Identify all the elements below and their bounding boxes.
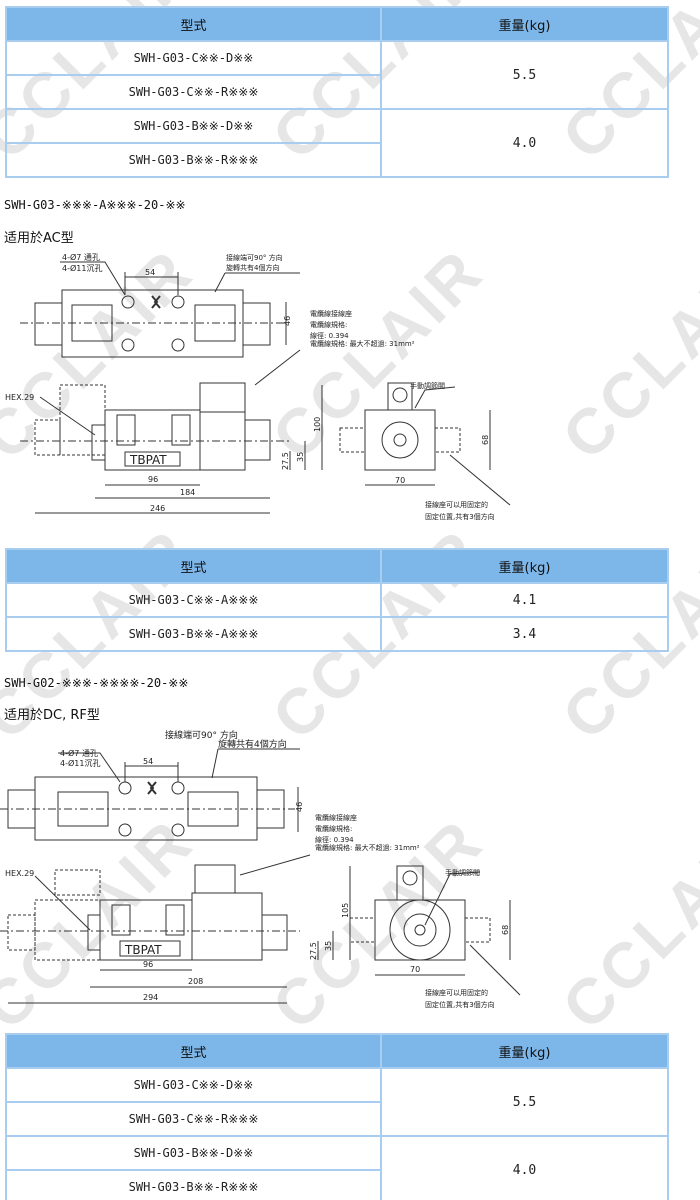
table-row: SWH-G03-C※※-R※※※ <box>5 1101 668 1137</box>
model-cell: SWH-G03-B※※-D※※ <box>5 108 382 144</box>
hex-label: HEX.29 <box>5 869 34 878</box>
dim-total-2: 246 <box>150 504 165 513</box>
dim-total-1: 184 <box>180 488 195 497</box>
dim-height: 100 <box>313 417 322 432</box>
table-row: SWH-G03-C※※-D※※5.5 <box>5 40 669 110</box>
model-cell: SWH-G03-B※※-R※※※ <box>5 1169 382 1200</box>
cable-note-3: 線徑: 0.394 <box>310 331 349 340</box>
cable-note-3: 線徑: 0.394 <box>315 835 354 844</box>
table-row: SWH-G03-B※※-D※※4.0 <box>5 108 669 178</box>
dim-70: 70 <box>395 476 405 485</box>
dim-96: 96 <box>143 960 153 969</box>
dim-27-5: 27.5 <box>281 452 290 470</box>
cable-note-2: 電纜線規格: <box>315 824 352 833</box>
top-view <box>20 261 300 358</box>
fix-note-1: 接線座可以用固定的 <box>425 988 488 997</box>
weight-cell: 5.5 <box>380 40 669 110</box>
weight-cell: 4.0 <box>380 1135 669 1200</box>
table-row: SWH-G03-C※※-R※※※ <box>5 74 668 110</box>
model-cell: SWH-G03-B※※-D※※ <box>5 1135 382 1171</box>
col-header-weight: 重量(kg) <box>380 6 669 42</box>
rotation-note-2: 旋轉共有4個方向 <box>226 263 279 272</box>
holes-label-2: 4-Ø11沉孔 <box>60 758 100 768</box>
dim-68: 68 <box>501 925 510 935</box>
weight-table-2: 型式重量(kg) SWH-G03-C※※-A※※※4.1 SWH-G03-B※※… <box>5 548 669 652</box>
rotation-note-1: 接線端可90° 方向 <box>226 253 283 262</box>
hex-label: HEX.29 <box>5 393 34 402</box>
dim-46: 46 <box>295 802 304 812</box>
dim-total-1: 208 <box>188 977 203 986</box>
table-row: SWH-G03-B※※-D※※4.0 <box>5 1135 669 1200</box>
cable-note-4: 電纜線規格: 最大不超過: 31mm² <box>310 339 415 348</box>
cable-note-1: 電纜線接線座 <box>310 309 352 318</box>
holes-label-2: 4-Ø11沉孔 <box>62 263 102 273</box>
table-row: SWH-G03-B※※-R※※※ <box>5 142 668 178</box>
table-row: SWH-G03-B※※-A※※※3.4 <box>5 616 669 652</box>
model-cell: SWH-G03-C※※-D※※ <box>5 40 382 76</box>
col-header-weight: 重量(kg) <box>380 1033 669 1069</box>
tbpat-label: TBPAT <box>129 453 167 467</box>
fix-note-2: 固定位置,共有3個方向 <box>425 1000 495 1009</box>
model-cell: SWH-G03-B※※-A※※※ <box>5 616 382 652</box>
cable-note-1: 電纜線接線座 <box>315 813 357 822</box>
weight-cell: 4.0 <box>380 108 669 178</box>
end-view <box>349 865 521 996</box>
fix-note-1: 接線座可以用固定的 <box>425 500 488 509</box>
dim-27-5: 27.5 <box>309 942 318 960</box>
col-header-model: 型式 <box>5 1033 382 1069</box>
weight-table-1: 型式重量(kg) SWH-G03-C※※-D※※5.5 SWH-G03-C※※-… <box>5 6 669 178</box>
dim-70: 70 <box>410 965 420 974</box>
weight-cell: 5.5 <box>380 1067 669 1137</box>
top-view <box>0 748 300 841</box>
dim-68: 68 <box>481 435 490 445</box>
model-code-ac: SWH-G03-※※※-A※※※-20-※※ <box>4 198 186 212</box>
weight-cell: 4.1 <box>380 582 669 618</box>
fix-note-2: 固定位置,共有3個方向 <box>425 512 495 521</box>
model-code-dc: SWH-G02-※※※-※※※※-20-※※ <box>4 676 189 690</box>
tbpat-label: TBPAT <box>124 943 162 957</box>
subtitle-dc: 适用於DC, RF型 <box>4 708 100 723</box>
dim-total-2: 294 <box>143 993 158 1002</box>
drawing-dc: 4-Ø7 通孔 4-Ø11沉孔 54 接線端可90° 方向 旋轉共有4個方向 4… <box>0 729 521 1009</box>
holes-label-1: 4-Ø7 通孔 <box>62 252 100 262</box>
cable-note-4: 電纜線規格: 最大不超過: 31mm² <box>315 843 420 852</box>
end-view <box>339 382 511 506</box>
dim-35: 35 <box>324 941 333 951</box>
col-header-weight: 重量(kg) <box>380 548 669 584</box>
table-row: SWH-G03-C※※-A※※※4.1 <box>5 582 669 618</box>
cable-note-2: 電纜線規格: <box>310 320 347 329</box>
subtitle-ac: 适用於AC型 <box>4 231 74 246</box>
model-cell: SWH-G03-C※※-A※※※ <box>5 582 382 618</box>
rotation-note-1: 接線端可90° 方向 <box>165 729 238 741</box>
dim-54: 54 <box>143 757 153 766</box>
dim-height: 105 <box>341 903 350 918</box>
col-header-model: 型式 <box>5 6 382 42</box>
model-cell: SWH-G03-B※※-R※※※ <box>5 142 382 178</box>
model-cell: SWH-G03-C※※-R※※※ <box>5 74 382 110</box>
weight-cell: 3.4 <box>380 616 669 652</box>
manual-valve-label: 手動調節閥 <box>410 381 445 390</box>
model-cell: SWH-G03-C※※-D※※ <box>5 1067 382 1103</box>
side-view <box>20 349 323 514</box>
col-header-model: 型式 <box>5 548 382 584</box>
weight-table-3: 型式重量(kg) SWH-G03-C※※-D※※5.5 SWH-G03-C※※-… <box>5 1033 669 1200</box>
rotation-note-2: 旋轉共有4個方向 <box>218 738 287 750</box>
model-cell: SWH-G03-C※※-R※※※ <box>5 1101 382 1137</box>
watermark: CCLAIR <box>548 804 700 1044</box>
dim-96: 96 <box>148 475 158 484</box>
table-row: SWH-G03-C※※-D※※5.5 <box>5 1067 669 1137</box>
watermark: CCLAIR <box>548 234 700 474</box>
holes-label-1: 4-Ø7 通孔 <box>60 748 98 758</box>
side-view <box>0 854 351 1004</box>
dim-46: 46 <box>283 316 292 326</box>
drawing-ac: 4-Ø7 通孔 4-Ø11沉孔 54 接線端可90° 方向 旋轉共有4個方向 4… <box>5 252 511 521</box>
dim-35: 35 <box>296 452 305 462</box>
manual-valve-label: 手動調節閥 <box>445 868 480 877</box>
table-row: SWH-G03-B※※-R※※※ <box>5 1169 668 1200</box>
dim-54: 54 <box>145 268 155 277</box>
